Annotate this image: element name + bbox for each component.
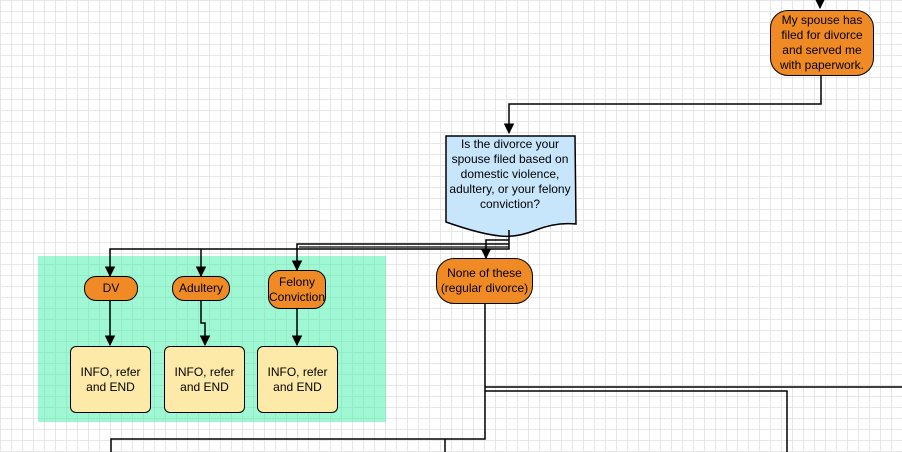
connector-adultery-to-info xyxy=(199,300,211,347)
question-decision-shape xyxy=(445,135,577,238)
info-adultery-node[interactable]: INFO, refer and END xyxy=(164,346,245,413)
info-felony-node[interactable]: INFO, refer and END xyxy=(257,346,338,413)
connector-none-right-2 xyxy=(485,390,788,452)
adultery-node[interactable]: Adultery xyxy=(172,276,230,301)
connector-question-to-none xyxy=(480,239,509,260)
connector-none-down xyxy=(110,304,486,452)
info-adultery-label: INFO, refer and END xyxy=(174,364,235,394)
spouse-filed-node[interactable]: My spouse has filed for divorce and serv… xyxy=(770,10,874,76)
question-label: Is the divorce your spouse filed based o… xyxy=(449,137,571,211)
none-of-these-label: None of these (regular divorce) xyxy=(440,266,529,295)
info-felony-label: INFO, refer and END xyxy=(267,364,328,394)
info-dv-node[interactable]: INFO, refer and END xyxy=(70,346,151,413)
connector-question-to-felony xyxy=(291,243,509,272)
spouse-filed-label: My spouse has filed for divorce and serv… xyxy=(779,13,865,72)
info-dv-label: INFO, refer and END xyxy=(80,364,141,394)
connector-filed-to-question xyxy=(503,74,822,135)
felony-conviction-node[interactable]: Felony Conviction xyxy=(268,270,326,309)
dv-label: DV xyxy=(102,281,120,295)
dv-node[interactable]: DV xyxy=(84,276,138,301)
none-of-these-node[interactable]: None of these (regular divorce) xyxy=(436,258,533,304)
adultery-label: Adultery xyxy=(178,281,224,295)
felony-conviction-label: Felony Conviction xyxy=(268,274,326,304)
